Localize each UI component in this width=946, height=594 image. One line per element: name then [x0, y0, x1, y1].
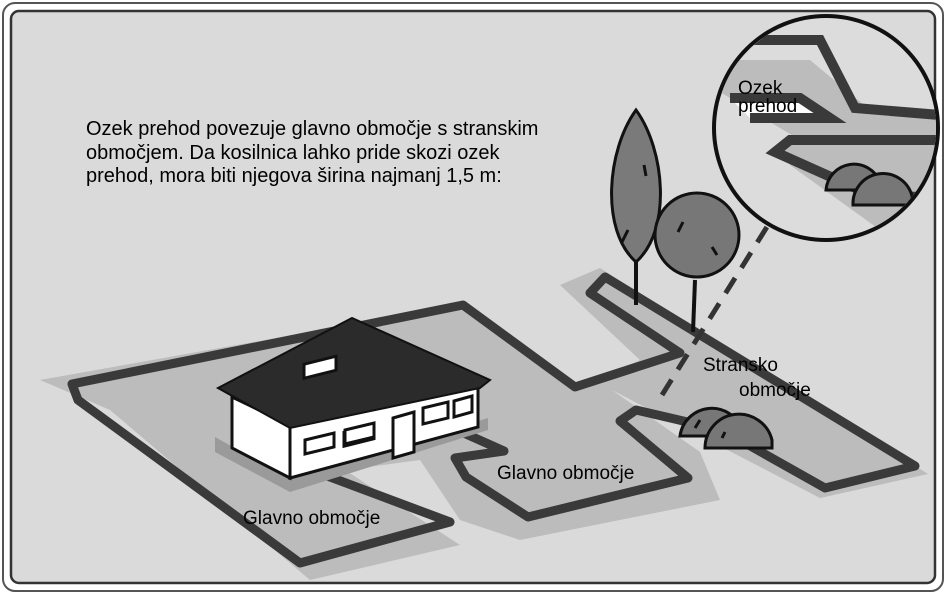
tree-icon	[610, 107, 662, 305]
main-area-label-left: Glavno območje	[243, 508, 381, 529]
house-icon	[215, 316, 492, 492]
magnifier-icon	[712, 14, 940, 242]
zoom-dashed-line	[659, 188, 793, 397]
narrow-passage-label-line1: Ozek	[738, 78, 783, 99]
intro-text: Ozek prehod povezuje glavno območje s st…	[86, 118, 539, 187]
main-area-label-right: Glavno območje	[497, 463, 635, 484]
round-tree-icon	[653, 191, 741, 333]
side-area-label-line1: Stransko	[703, 355, 778, 376]
side-area-label: Stransko območje	[703, 353, 811, 403]
bush-icon	[678, 406, 774, 450]
side-area-label-line2: območje	[739, 380, 811, 401]
narrow-passage-label: Ozek prehod	[738, 78, 798, 117]
narrow-passage-label-line2: prehod	[738, 96, 798, 117]
